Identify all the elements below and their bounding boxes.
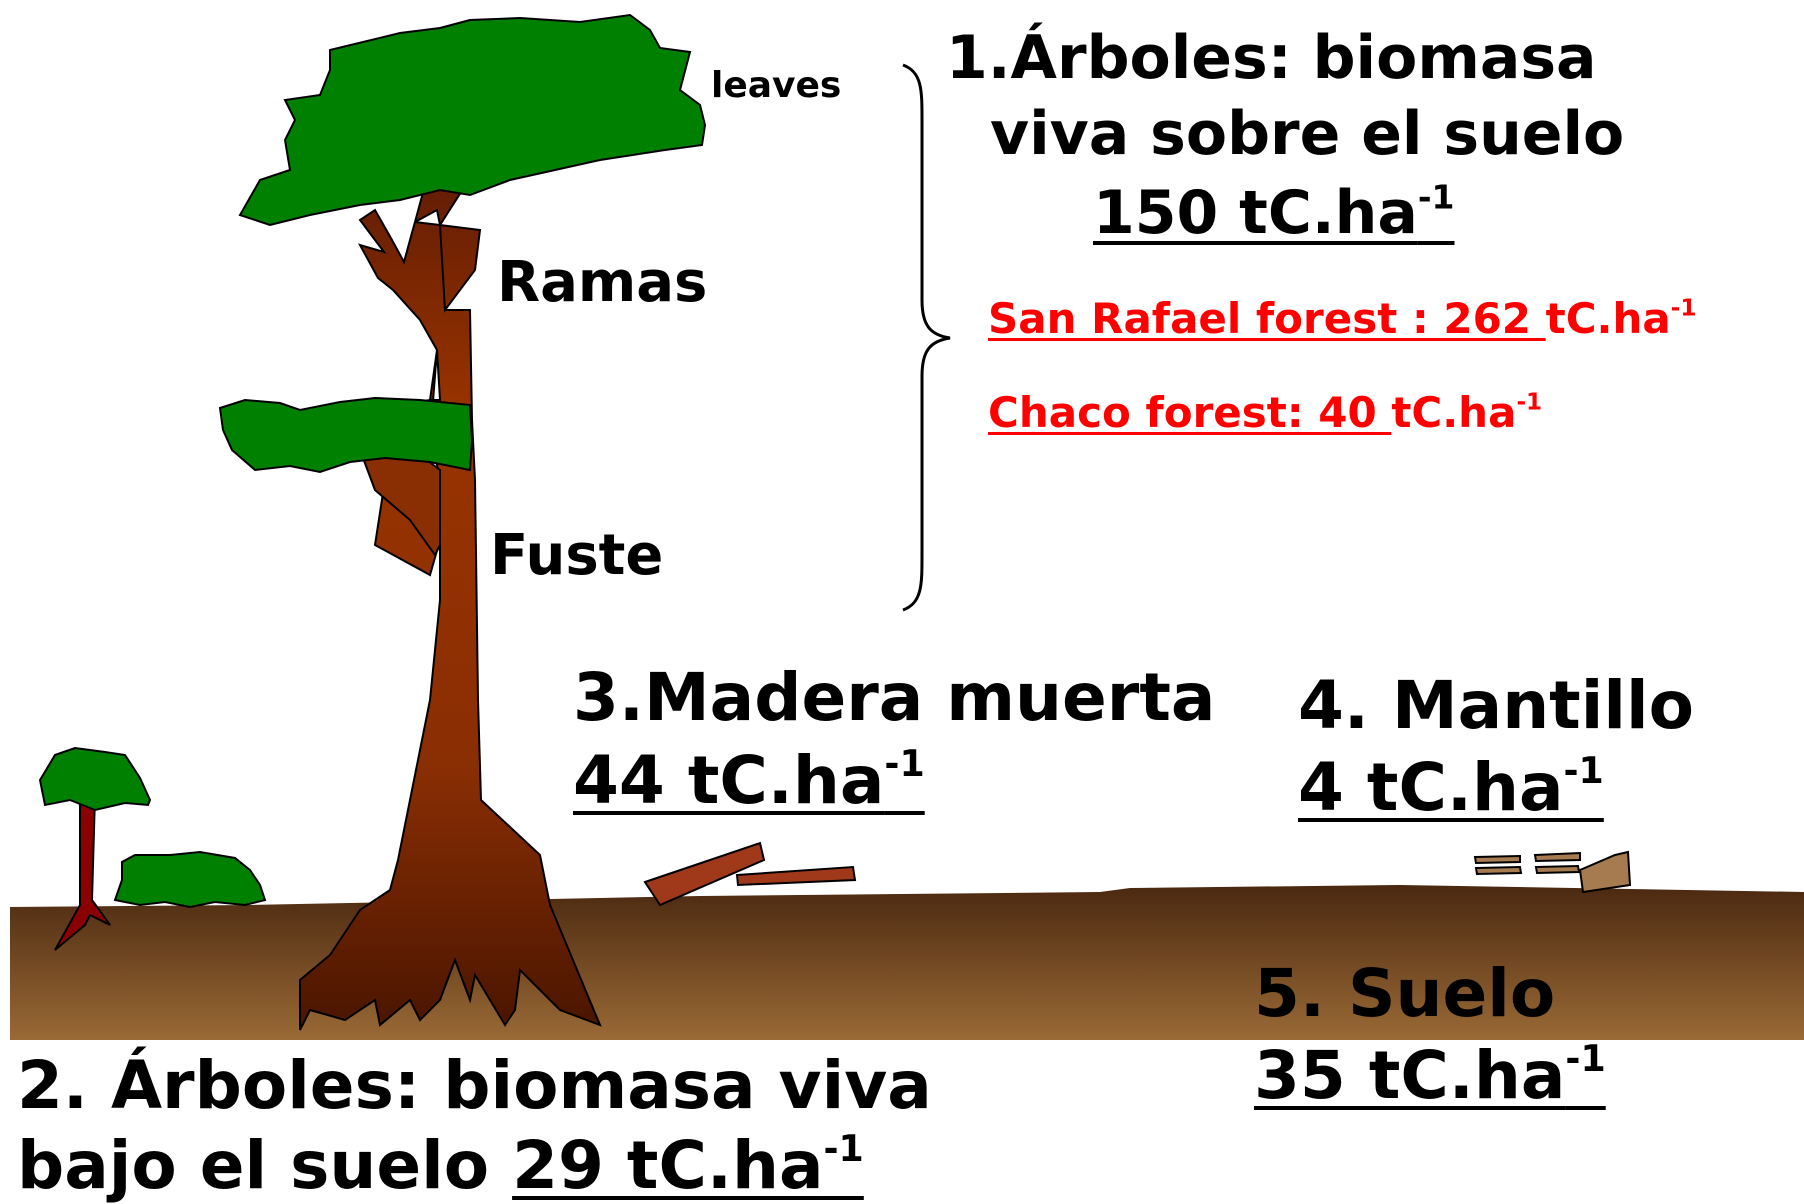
litter-pieces: [1473, 850, 1632, 894]
above-ground-title-line2: viva sobre el suelo: [990, 99, 1625, 169]
leaves-label: leaves: [711, 65, 842, 106]
dead-wood-log-2: [735, 865, 857, 887]
litter-value: 4 tC.ha-1: [1298, 748, 1604, 826]
tree-lower-foliage: [218, 396, 474, 474]
comparison-chaco: Chaco forest: 40 tC.ha-1: [988, 388, 1543, 437]
dead-wood-value: 44 tC.ha-1: [573, 741, 925, 819]
sapling-trunk: [54, 794, 111, 951]
below-ground-title-line2: bajo el suelo 29 tC.ha-1: [17, 1126, 864, 1204]
grouping-brace: [902, 63, 951, 612]
soil-title: 5. Suelo: [1254, 955, 1556, 1032]
litter-title: 4. Mantillo: [1298, 667, 1694, 744]
fuste-label: Fuste: [490, 523, 664, 588]
ramas-label: Ramas: [497, 250, 708, 315]
above-ground-title-line1: 1.Árboles: biomasa: [946, 23, 1597, 93]
comparison-san-rafael: San Rafael forest : 262 tC.ha-1: [988, 294, 1697, 343]
tree-canopy: [238, 13, 707, 227]
dead-wood-title: 3.Madera muerta: [573, 659, 1216, 736]
soil-value: 35 tC.ha-1: [1254, 1036, 1606, 1114]
sapling-foliage: [38, 746, 152, 812]
above-ground-value: 150 tC.ha-1: [1093, 177, 1455, 248]
shrub: [113, 850, 267, 909]
below-ground-title-line1: 2. Árboles: biomasa viva: [17, 1047, 932, 1124]
dead-wood-log-1: [643, 841, 766, 907]
